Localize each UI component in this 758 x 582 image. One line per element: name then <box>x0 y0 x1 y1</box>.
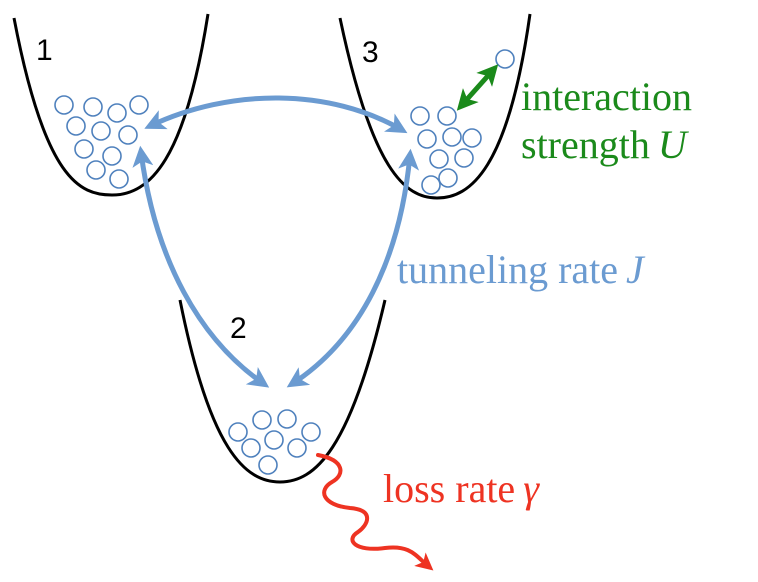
particle <box>129 95 149 115</box>
particle <box>258 455 278 475</box>
well-2-particles <box>228 409 321 475</box>
particle <box>421 175 441 195</box>
particle <box>277 409 297 429</box>
particle <box>287 438 307 458</box>
particle <box>241 438 261 458</box>
loss-text: loss rate <box>383 466 515 511</box>
particle <box>437 106 457 126</box>
well-3-particles <box>410 49 515 195</box>
particle <box>252 410 272 430</box>
particle <box>109 169 129 189</box>
well-2-label: 2 <box>230 312 247 345</box>
particle <box>495 49 515 69</box>
particle <box>410 106 430 126</box>
particle <box>118 125 138 145</box>
particle <box>442 127 462 147</box>
well-3-label: 3 <box>362 36 379 69</box>
well-1-label: 1 <box>36 34 53 67</box>
particle <box>54 95 74 115</box>
particle <box>264 430 284 450</box>
particle <box>107 103 127 123</box>
interaction-strength-text: strength <box>521 122 650 167</box>
particle <box>429 149 449 169</box>
particle <box>74 139 94 159</box>
particle <box>301 422 321 442</box>
tunneling-arrow-1-3 <box>144 95 408 134</box>
well-3: 3 <box>338 13 532 200</box>
particle <box>228 422 248 442</box>
particle <box>438 168 458 188</box>
particle <box>83 97 103 117</box>
particle <box>462 128 482 148</box>
loss-arrow <box>316 453 434 571</box>
interaction-label-line1: interaction <box>521 74 692 119</box>
loss-symbol-gamma: γ <box>523 466 540 511</box>
particle <box>102 146 122 166</box>
particle <box>66 116 86 136</box>
particle <box>454 148 474 168</box>
interaction-arrow <box>456 64 499 111</box>
well-1-particles <box>54 95 149 189</box>
tunneling-text: tunneling rate <box>397 247 618 292</box>
well-1: 1 <box>12 13 210 197</box>
tunneling-arrows <box>132 95 420 388</box>
particle <box>91 121 111 141</box>
particle <box>417 129 437 149</box>
tunneling-arrow-1-2 <box>132 145 270 388</box>
tunneling-symbol-j: J <box>626 247 646 292</box>
interaction-symbol-u: U <box>658 122 690 167</box>
potential-well-2-curve <box>178 299 387 484</box>
particle <box>86 160 106 180</box>
tunneling-arrow-3-2 <box>286 148 420 388</box>
